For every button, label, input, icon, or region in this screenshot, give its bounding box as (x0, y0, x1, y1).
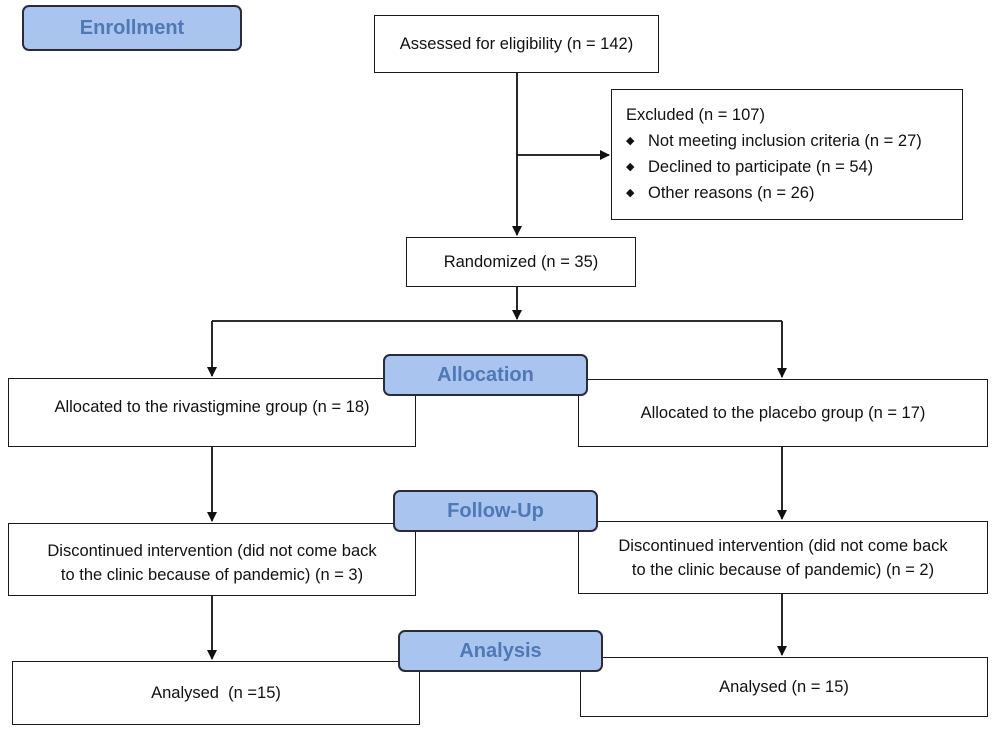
excluded-box: Excluded (n = 107) ◆Not meeting inclusio… (611, 89, 963, 220)
discontinued-right-line: Discontinued intervention (did not come … (618, 536, 948, 555)
bullet-icon: ◆ (626, 135, 635, 147)
excluded-reasons-list: ◆Not meeting inclusion criteria (n = 27)… (626, 128, 962, 206)
allocated-rivastigmine-label: Allocated to the rivastigmine group (n =… (54, 398, 370, 416)
bullet-icon: ◆ (626, 187, 635, 199)
stage-enrollment: Enrollment (22, 5, 242, 51)
excluded-reason: ◆Not meeting inclusion criteria (n = 27) (626, 128, 962, 154)
analysed-right-box: Analysed (n = 15) (580, 657, 988, 717)
discontinued-left-line: Discontinued intervention (did not come … (47, 541, 377, 560)
discontinued-right-box: Discontinued intervention (did not come … (578, 521, 988, 594)
discontinued-right-line: to the clinic because of pandemic) (n = … (631, 560, 935, 579)
allocated-placebo-label: Allocated to the placebo group (n = 17) (640, 404, 926, 422)
assessed-box: Assessed for eligibility (n = 142) (374, 15, 659, 73)
discontinued-left-box: Discontinued intervention (did not come … (8, 523, 416, 596)
stage-follow-up: Follow-Up (393, 490, 598, 532)
randomized-box: Randomized (n = 35) (406, 237, 636, 287)
bullet-icon: ◆ (626, 161, 635, 173)
allocated-placebo-box: Allocated to the placebo group (n = 17) (578, 379, 988, 447)
stage-allocation: Allocation (383, 354, 588, 396)
allocated-rivastigmine-box: Allocated to the rivastigmine group (n =… (8, 378, 416, 447)
excluded-title: Excluded (n = 107) (626, 106, 765, 124)
excluded-reason: ◆Other reasons (n = 26) (626, 180, 962, 206)
analysed-left-box: Analysed (n =15) (12, 661, 420, 725)
excluded-reason: ◆Declined to participate (n = 54) (626, 154, 962, 180)
stage-analysis: Analysis (398, 630, 603, 672)
discontinued-left-line: to the clinic because of pandemic) (n = … (60, 565, 364, 584)
